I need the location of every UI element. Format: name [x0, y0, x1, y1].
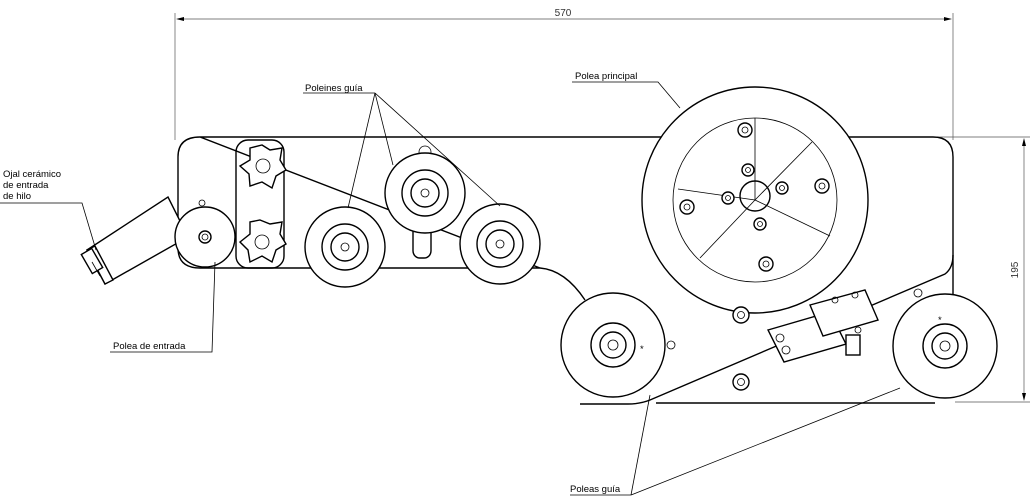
ceramic-eyelet — [80, 195, 189, 285]
guide-pulley-small-right — [459, 203, 541, 285]
star-knob-holder — [235, 139, 285, 269]
guide-pulley-large-right: * — [892, 293, 998, 399]
label-poleines-guia: Poleines guía — [305, 83, 363, 94]
height-dimension-label: 195 — [1010, 261, 1021, 278]
entry-pulley — [174, 199, 236, 268]
label-ojal-line1: Ojal cerámico — [3, 169, 61, 180]
main-pulley — [641, 86, 869, 314]
asterisk-marker-right: * — [938, 315, 942, 326]
star-knob-top — [238, 144, 287, 190]
asterisk-marker-left: * — [640, 344, 644, 355]
plate-holes — [666, 288, 923, 391]
main-pulley-bolts — [679, 122, 830, 272]
tensioner-bracket — [766, 289, 879, 363]
width-dimension-label: 570 — [555, 8, 572, 19]
width-dimension: 570 — [174, 8, 954, 140]
leader-lines — [0, 81, 901, 496]
guide-pulley-small-top — [384, 145, 466, 259]
label-ojal-line2: de entrada — [3, 180, 49, 191]
star-knob-bottom — [238, 219, 287, 264]
label-polea-principal: Polea principal — [575, 71, 637, 82]
base-plate — [177, 136, 954, 405]
label-polea-entrada: Polea de entrada — [113, 341, 186, 352]
labels: Ojal cerámico de entrada de hilo Polea d… — [3, 71, 637, 495]
guide-pulley-small-left — [304, 206, 386, 288]
label-poleas-guia: Poleas guía — [570, 484, 621, 495]
guide-pulley-large-left: * — [560, 292, 666, 398]
label-ojal-line3: de hilo — [3, 191, 31, 202]
